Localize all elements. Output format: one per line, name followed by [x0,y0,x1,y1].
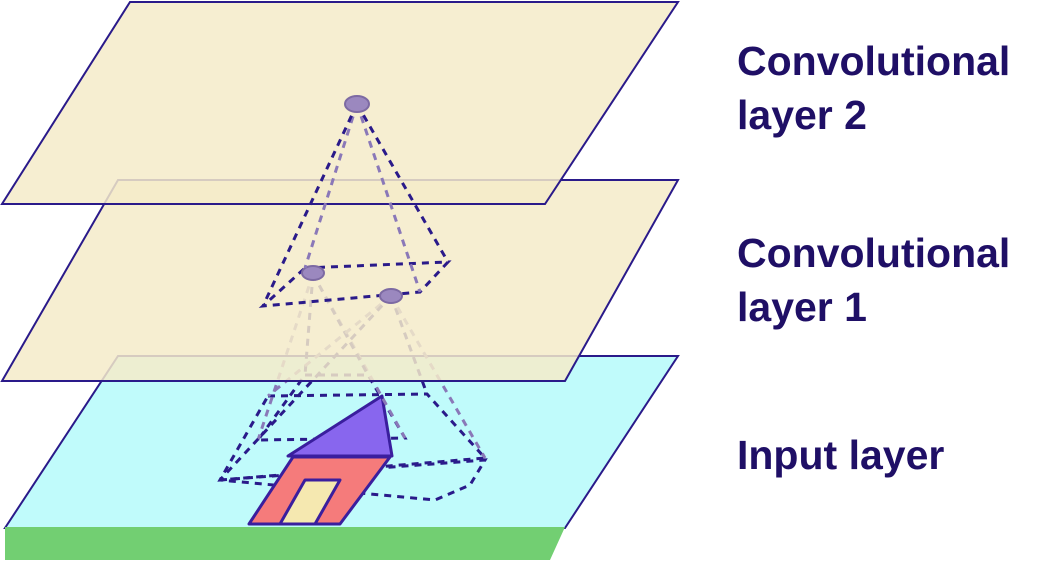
conv-layer-1-label: Convolutional layer 1 [737,226,1010,334]
house-door [278,478,342,526]
house-roof [286,394,394,458]
conv-layer-2-label-line2: layer 2 [737,92,867,138]
input-receptive-field-right [217,392,489,482]
input-layer-label: Input layer [737,428,944,482]
conv-layer-2-label: Convolutional layer 2 [737,34,1010,142]
conv1-neuron-b [379,288,403,304]
input-layer-label-text: Input layer [737,432,945,478]
conv2-neuron [344,95,370,113]
conv-layer-2 [0,0,680,307]
conv-layer-1-plane [0,179,680,382]
conv-layer-1 [0,179,680,382]
house-image [247,394,394,526]
conv-layer-2-label-line1: Convolutional [737,38,1011,84]
conv-layer-2-plane [0,0,680,205]
conv1-neuron-a [301,265,325,281]
conv-layer-1-label-line2: layer 1 [737,284,867,330]
ground-strip [5,527,565,560]
conv-layer-1-label-line1: Convolutional [737,230,1011,276]
